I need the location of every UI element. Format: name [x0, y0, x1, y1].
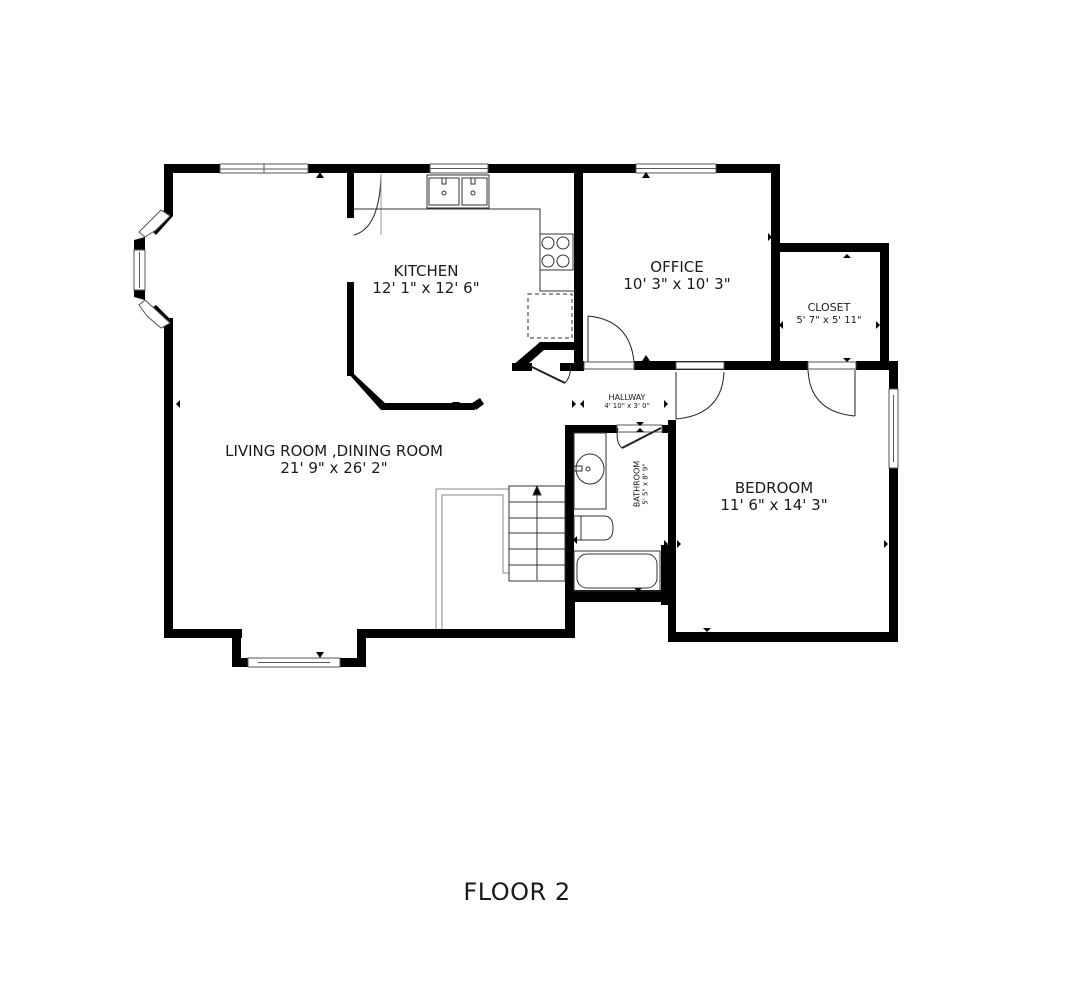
- room-name: KITCHEN: [393, 262, 459, 280]
- room-label-hallway: HALLWAY 4' 10" x 3' 0": [604, 393, 650, 410]
- measure-markers: [176, 172, 888, 658]
- room-dimensions: 4' 10" x 3' 0": [604, 402, 650, 411]
- room-label-bedroom: BEDROOM 11' 6" x 14' 3": [720, 479, 828, 515]
- room-name: BEDROOM: [734, 479, 814, 497]
- kitchen-fixtures: [354, 174, 574, 339]
- floor-title: FLOOR 2: [463, 878, 571, 906]
- walls: [134, 164, 898, 667]
- room-label-bathroom: BATHROOM 5' 5" x 8' 9": [632, 461, 649, 507]
- room-dimensions: 21' 9" x 26' 2": [280, 459, 388, 478]
- room-label-kitchen: KITCHEN 12' 1" x 12' 6": [372, 262, 480, 298]
- room-name: OFFICE: [650, 258, 704, 276]
- stairs: [435, 484, 566, 629]
- room-name: CLOSET: [807, 301, 851, 314]
- room-label-office: OFFICE 10' 3" x 10' 3": [623, 258, 731, 294]
- room-dimensions: 12' 1" x 12' 6": [372, 279, 480, 298]
- windows: [133, 163, 899, 668]
- bathroom-fixtures: [573, 432, 661, 592]
- room-name: HALLWAY: [608, 393, 646, 402]
- room-dimensions: 5' 5" x 8' 9": [641, 463, 650, 505]
- room-dimensions: 11' 6" x 14' 3": [720, 496, 828, 515]
- room-dimensions: 10' 3" x 10' 3": [623, 275, 731, 294]
- room-dimensions: 5' 7" x 5' 11": [796, 314, 862, 326]
- room-name: BATHROOM: [632, 460, 642, 508]
- room-label-living-dining: LIVING ROOM ,DINING ROOM 21' 9" x 26' 2": [225, 442, 443, 478]
- room-name: LIVING ROOM ,DINING ROOM: [225, 442, 443, 460]
- room-label-closet: CLOSET 5' 7" x 5' 11": [796, 301, 862, 326]
